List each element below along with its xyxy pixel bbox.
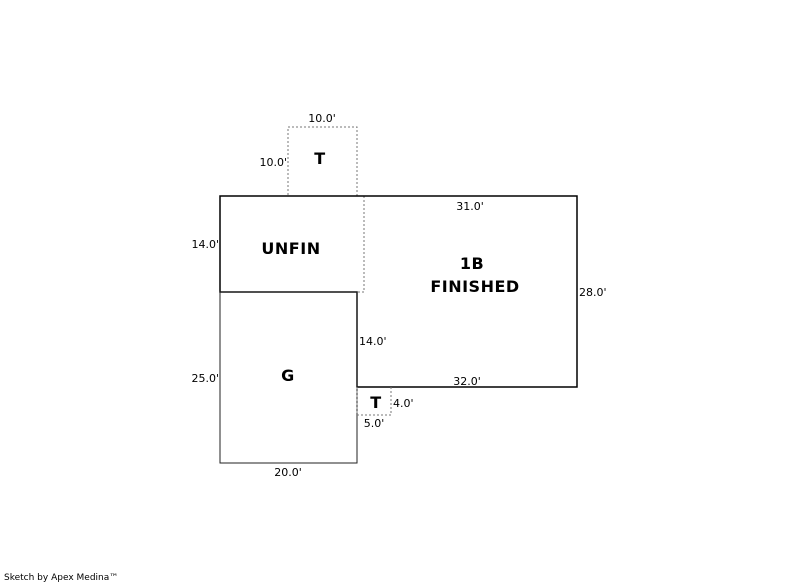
dim-terrace-top-width: 10.0' <box>308 112 336 125</box>
dim-inner-step-height: 14.0' <box>359 335 387 348</box>
garage-label: G <box>281 366 295 385</box>
dim-terrace-top-height: 10.0' <box>259 156 287 169</box>
unfin-label: UNFIN <box>261 239 320 258</box>
finished-label-line2: FINISHED <box>430 277 519 296</box>
terrace-top-label: T <box>314 149 325 168</box>
dim-main-right-height: 28.0' <box>579 286 607 299</box>
dim-garage-height: 25.0' <box>191 372 219 385</box>
dim-terrace-bottom-height: 4.0' <box>393 397 414 410</box>
dim-main-bottom-width: 32.0' <box>453 375 481 388</box>
dim-main-top-width: 31.0' <box>456 200 484 213</box>
finished-label-line1: 1B <box>460 254 484 273</box>
garage-outline <box>219 291 358 464</box>
sketch-credit: Sketch by Apex Medina™ <box>4 573 119 583</box>
dim-unfin-height: 14.0' <box>191 238 219 251</box>
unfin-divider-line <box>357 196 365 293</box>
dim-garage-width: 20.0' <box>274 466 302 479</box>
terrace-bottom-outline <box>356 387 392 416</box>
dim-terrace-bottom-width: 5.0' <box>364 417 385 430</box>
terrace-bottom-label: T <box>370 393 381 412</box>
